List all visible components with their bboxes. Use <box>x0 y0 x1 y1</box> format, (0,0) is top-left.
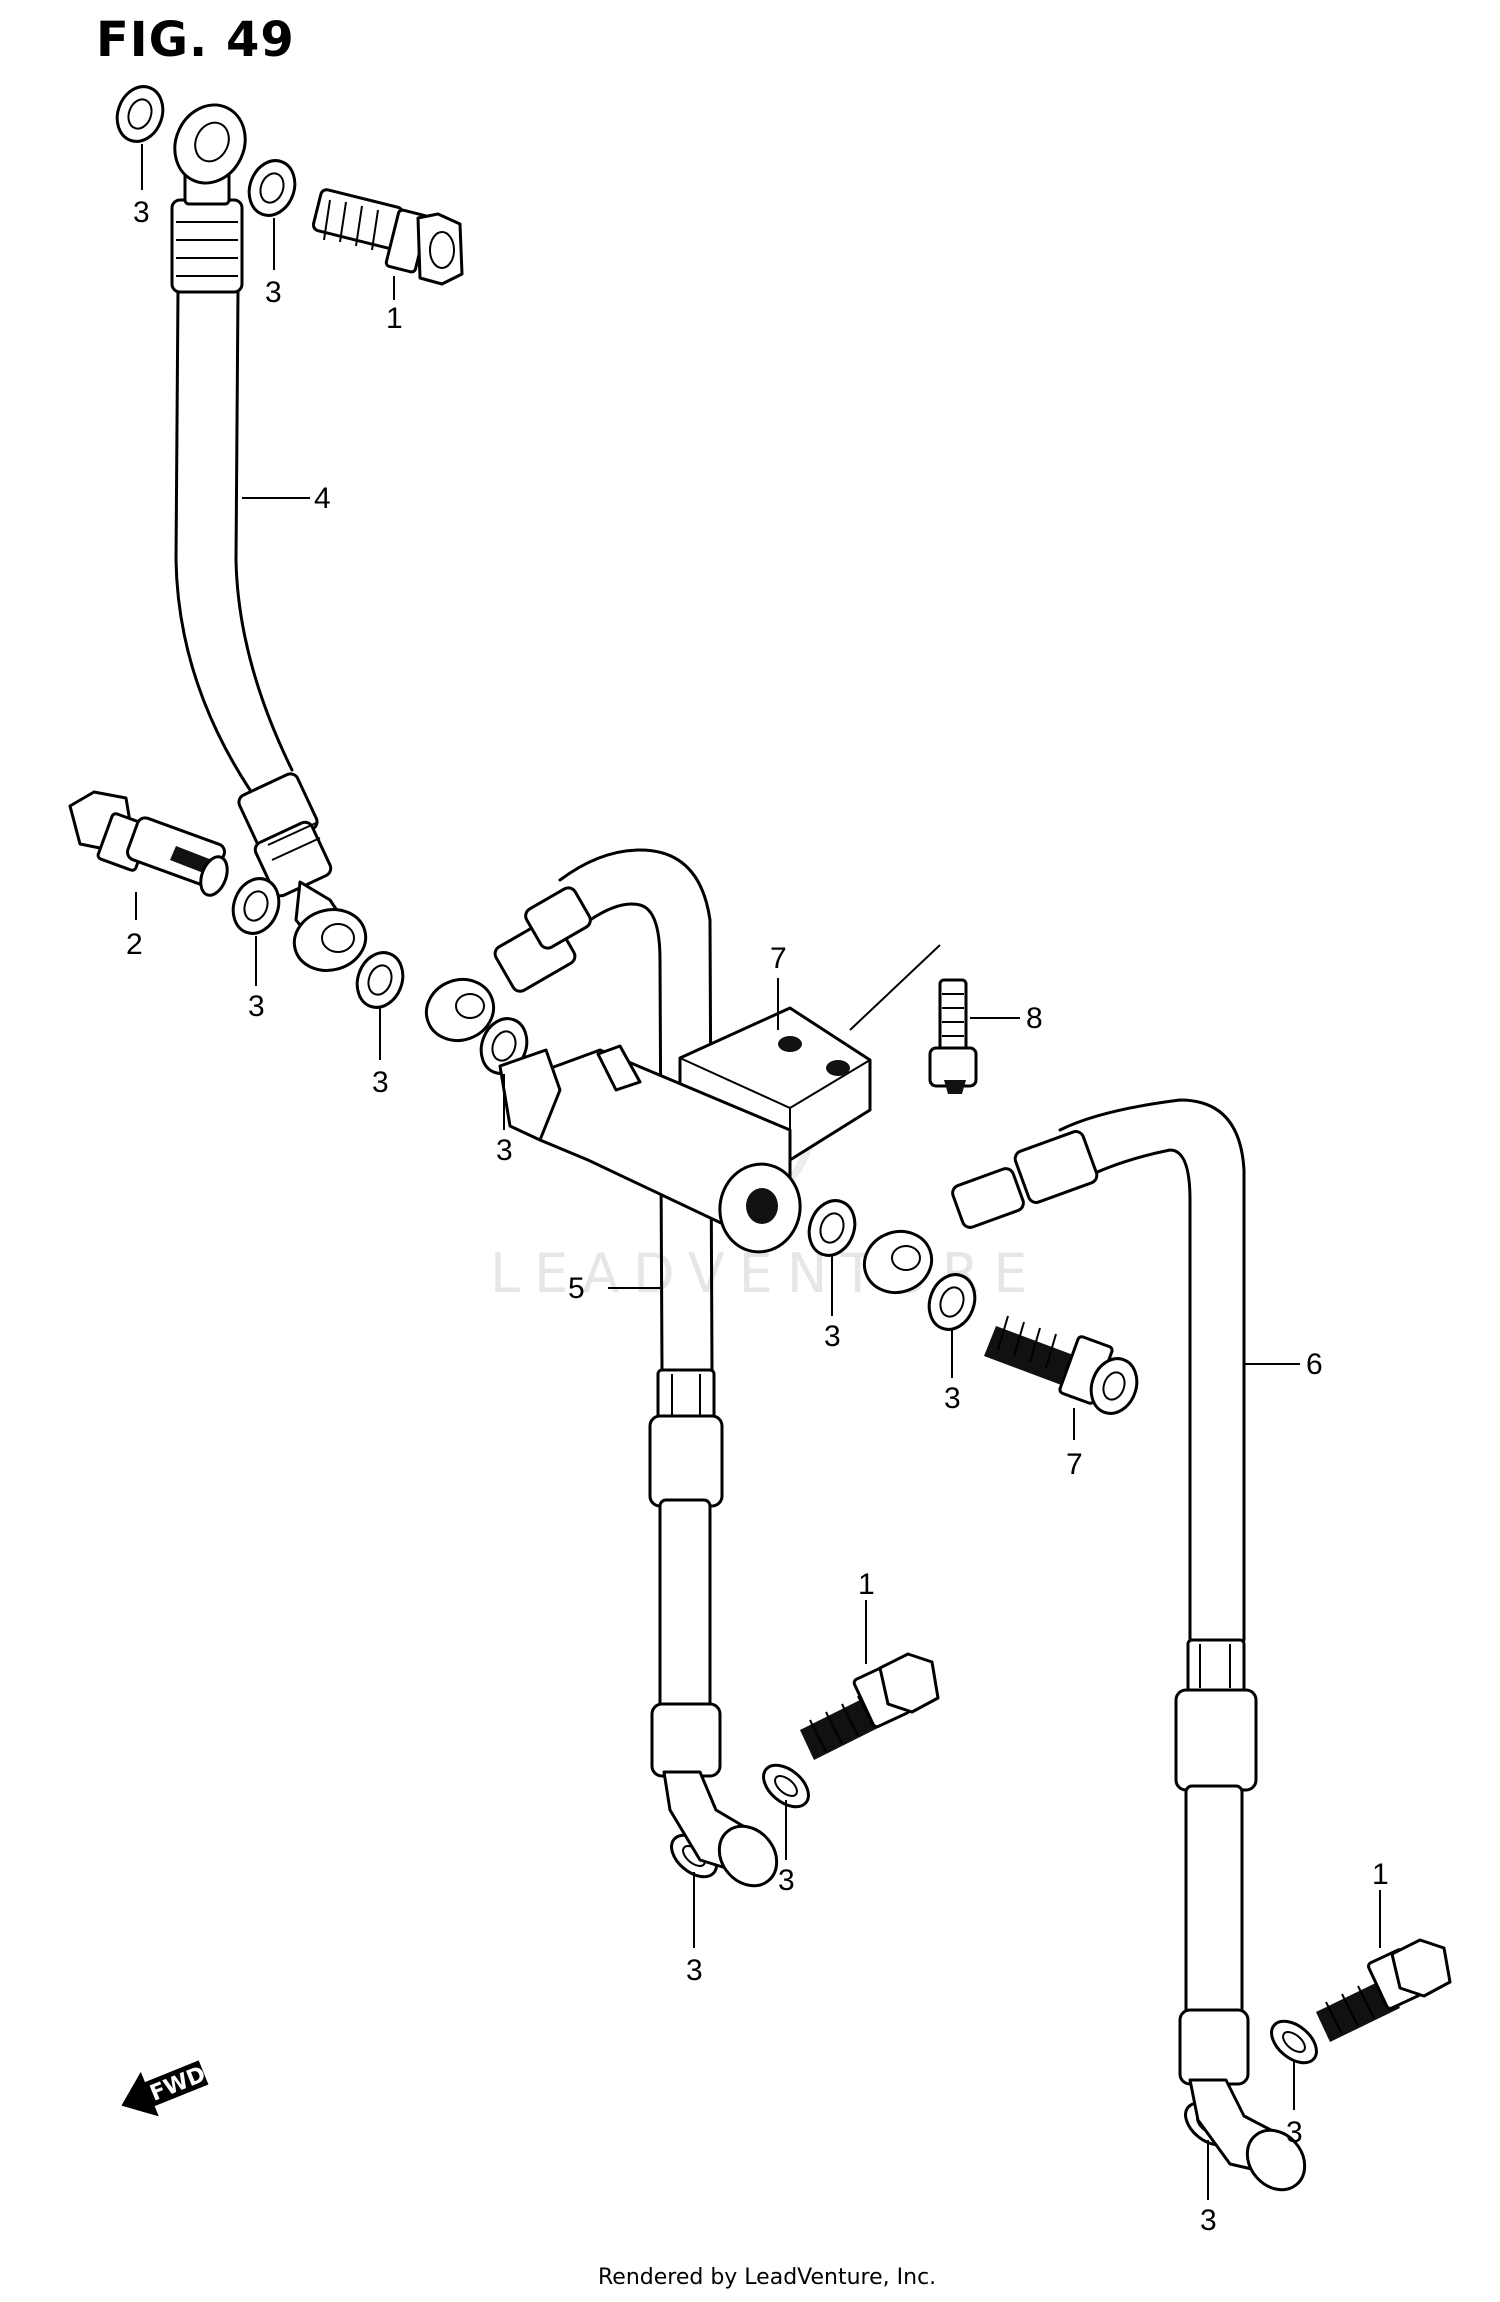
banjo-bolt-1-top <box>311 188 464 286</box>
callout-3-h: 3 <box>778 1864 795 1897</box>
callout-1-b: 1 <box>858 1568 875 1601</box>
callout-8: 8 <box>1026 1002 1043 1035</box>
banjo-bolt-1-middle <box>800 1652 940 1760</box>
callout-3-i: 3 <box>686 1954 703 1987</box>
brake-hose-6 <box>862 1098 1307 2192</box>
callout-7-a: 7 <box>770 942 787 975</box>
callout-3-f: 3 <box>824 1320 841 1353</box>
callout-5: 5 <box>568 1272 585 1305</box>
callout-4: 4 <box>314 482 331 515</box>
callout-labels: 3 3 1 4 2 3 3 3 7 8 5 3 3 7 6 1 3 3 1 3 … <box>126 196 1389 2237</box>
rendered-by-footer: Rendered by LeadVenture, Inc. <box>598 2265 936 2290</box>
callout-3-e: 3 <box>496 1134 513 1167</box>
callout-1-a: 1 <box>386 302 403 335</box>
callout-3-k: 3 <box>1200 2204 1217 2237</box>
three-way-joint-7 <box>498 1006 872 1254</box>
callout-3-d: 3 <box>372 1066 389 1099</box>
callout-1-c: 1 <box>1372 1858 1389 1891</box>
union-bolt-2 <box>68 790 229 897</box>
callout-7-b: 7 <box>1066 1448 1083 1481</box>
callout-3-a: 3 <box>133 196 150 229</box>
callout-3-b: 3 <box>265 276 282 309</box>
callout-3-j: 3 <box>1286 2116 1303 2149</box>
brake-hose-5 <box>424 848 779 1888</box>
banjo-bolt-7 <box>984 1315 1139 1415</box>
callout-3-c: 3 <box>248 990 265 1023</box>
callout-3-g: 3 <box>944 1382 961 1415</box>
figure-title: FIG. 49 <box>96 12 295 68</box>
bolt-8 <box>928 978 978 1094</box>
callout-6: 6 <box>1306 1348 1323 1381</box>
brake-hose-4 <box>170 103 368 972</box>
callout-2: 2 <box>126 928 143 961</box>
forward-direction-arrow: FWD <box>121 2060 210 2117</box>
leader-lines <box>135 144 1381 2200</box>
banjo-bolt-1-bottom <box>1316 1938 1452 2042</box>
fwd-label: FWD <box>147 2062 210 2107</box>
